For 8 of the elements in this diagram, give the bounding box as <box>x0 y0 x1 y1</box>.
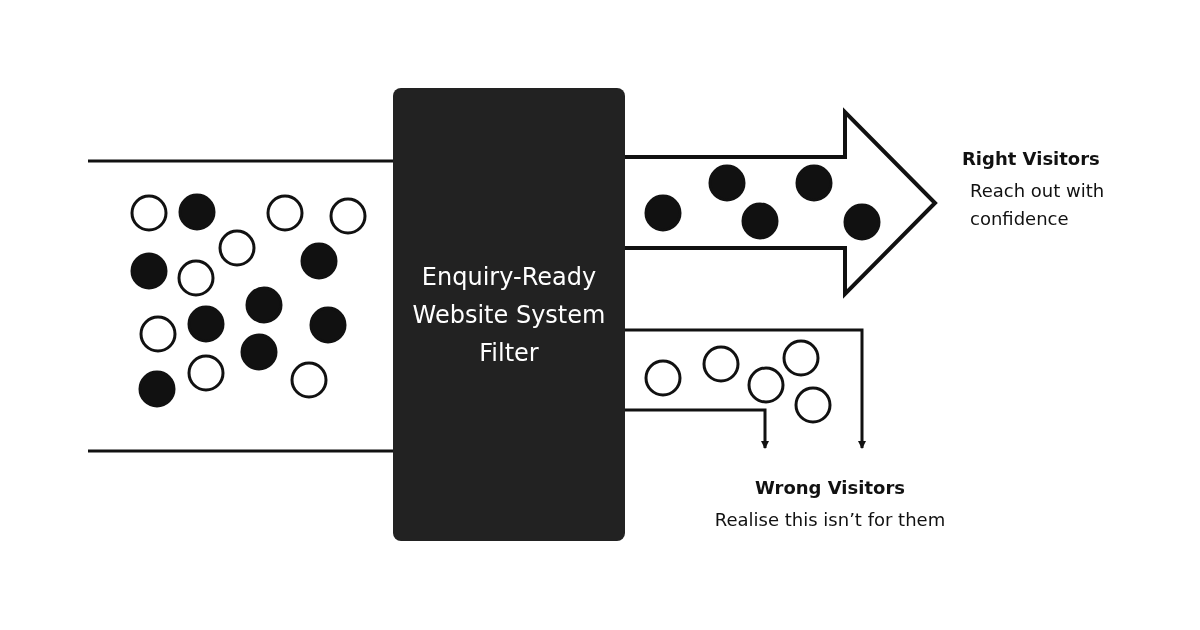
arrow <box>625 328 866 449</box>
filter-label: Enquiry-Ready Website System Filter <box>411 261 607 369</box>
description: Reach out with confidence <box>969 179 1106 231</box>
description: Realise this isn’t for them <box>713 508 947 532</box>
arrow <box>625 408 769 449</box>
heading: Right Visitors <box>962 148 1101 169</box>
filter-box <box>393 88 625 541</box>
heading: Wrong Visitors <box>754 477 906 498</box>
